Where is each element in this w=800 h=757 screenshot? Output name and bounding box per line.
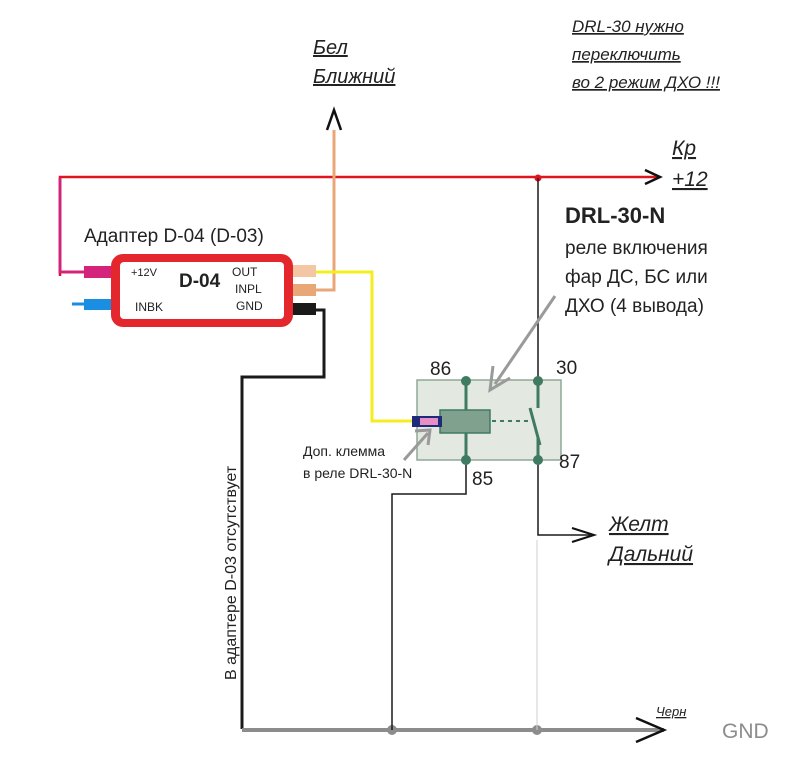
relay-pointer-arrow: [488, 295, 557, 393]
gnd-label: GND: [722, 720, 769, 743]
wire-ground-label: Черн: [656, 704, 686, 719]
adapter-pin-inpl: INPL: [235, 282, 262, 296]
black-wire: [240, 308, 326, 729]
wire-power-line-2: +12: [672, 168, 708, 191]
relay-87-wire: [537, 460, 598, 543]
relay: [412, 376, 562, 465]
vertical-note: В адаптере D-03 отсутствует: [223, 465, 240, 680]
note-line-2: переключить: [572, 45, 681, 64]
wire-high-line-1: Желт: [608, 513, 669, 536]
adapter-caption: Адаптер D-04 (D-03): [84, 226, 264, 247]
relay-desc-1: реле включения: [565, 238, 708, 259]
note-line-1: DRL-30 нужно: [572, 17, 684, 36]
yellow-wire: [296, 270, 416, 423]
relay-pin-30: 30: [556, 358, 577, 379]
relay-85-wire: [391, 461, 467, 730]
wire-power-line-1: Кр: [672, 137, 696, 160]
extra-terminal-label-1: Доп. клемма: [303, 443, 385, 459]
adapter-pin-out: OUT: [232, 265, 258, 279]
relay-desc-3: ДХО (4 вывода): [565, 296, 704, 317]
magenta-wire: [58, 178, 112, 274]
wire-top-line-1: Бел: [313, 37, 348, 59]
adapter-name: D-04: [179, 271, 221, 292]
terminal-pointer-arrow: [402, 428, 432, 461]
relay-pin-85: 85: [472, 469, 493, 490]
relay-pin-86: 86: [430, 359, 451, 380]
adapter-pin-gnd: GND: [236, 299, 263, 313]
adapter: +12V INBK D-04 OUT INPL GND: [84, 254, 316, 327]
wire-high-line-2: Дальний: [607, 543, 693, 566]
adapter-pin-inbk: INBK: [135, 300, 163, 314]
ground-wire: [242, 716, 668, 744]
adapter-pin-12v: +12V: [131, 267, 158, 279]
relay-pin-87: 87: [559, 452, 580, 473]
orange-wire-arrow: [325, 106, 343, 131]
relay-title: DRL-30-N: [565, 203, 665, 228]
note-line-3: во 2 режим ДХО !!!: [572, 73, 720, 92]
relay-desc-2: фар ДС, БС или: [565, 267, 708, 288]
wire-top-line-2: Ближний: [313, 66, 395, 88]
extra-terminal-label-2: в реле DRL-30-N: [303, 465, 412, 481]
